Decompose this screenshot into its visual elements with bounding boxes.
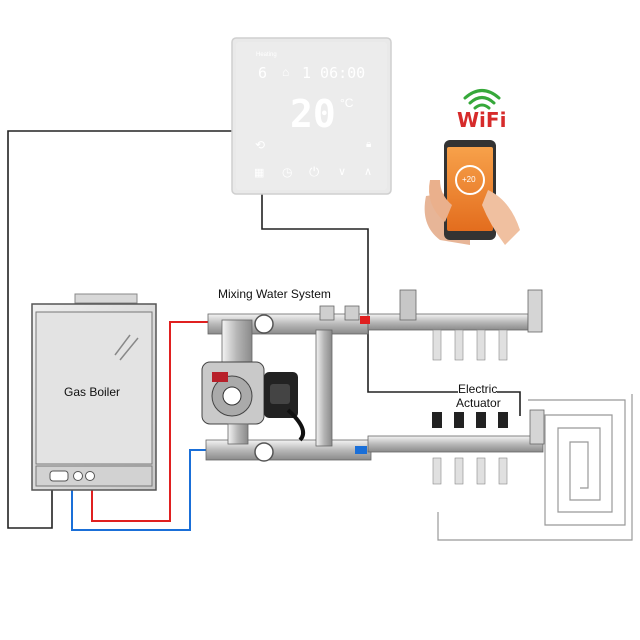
actuator-label-line1: Electric [458,382,498,396]
boiler-knob-2 [85,471,95,481]
hot-supply-pipe [91,321,208,522]
cold-return-pipe [71,449,206,531]
mixing-water-station [201,305,372,462]
boiler-label: Gas Boiler [64,385,121,399]
mixing-system-label: Mixing Water System [218,287,331,301]
actuator-label-line2: Actuator [456,396,501,410]
phone-screen-temp: +20 [462,175,476,184]
underfloor-manifold [355,289,545,485]
thermostat-time: 1 06:00 [302,64,366,82]
circulation-pump [201,361,305,442]
thermostat-up-icon[interactable]: ∧ [364,166,373,178]
thermostat-unit: °C [340,96,354,110]
thermostat-down-icon[interactable]: ∨ [338,166,347,178]
thermostat-home-icon: ⌂ [282,65,290,79]
wifi-icon [463,89,501,110]
wifi-logo-text: WiFi [457,108,507,132]
thermostat-mode-icon[interactable]: ⟲ [255,138,266,152]
thermostat-to-actuator-wire [261,194,521,416]
thermostat-power-icon[interactable]: ⏻ [309,164,320,179]
gas-boiler [31,293,157,491]
thermostat-day: 6 [258,64,268,82]
thermostat-mode-label: Heating [256,52,277,58]
thermostat-grid-icon[interactable]: ▦ [254,167,265,179]
thermostat-temperature: 20 [290,92,336,136]
underfloor-heating-loop [437,394,633,541]
signal-wires [7,130,521,529]
thermostat-lock-icon[interactable]: 🔒︎ [366,139,372,150]
boiler-knob-1 [73,471,83,481]
thermostat-clock-icon[interactable]: ◷ [282,165,293,179]
thermostat [231,37,392,195]
smartphone-app [424,140,520,245]
thermostat-to-boiler-wire [7,130,232,529]
